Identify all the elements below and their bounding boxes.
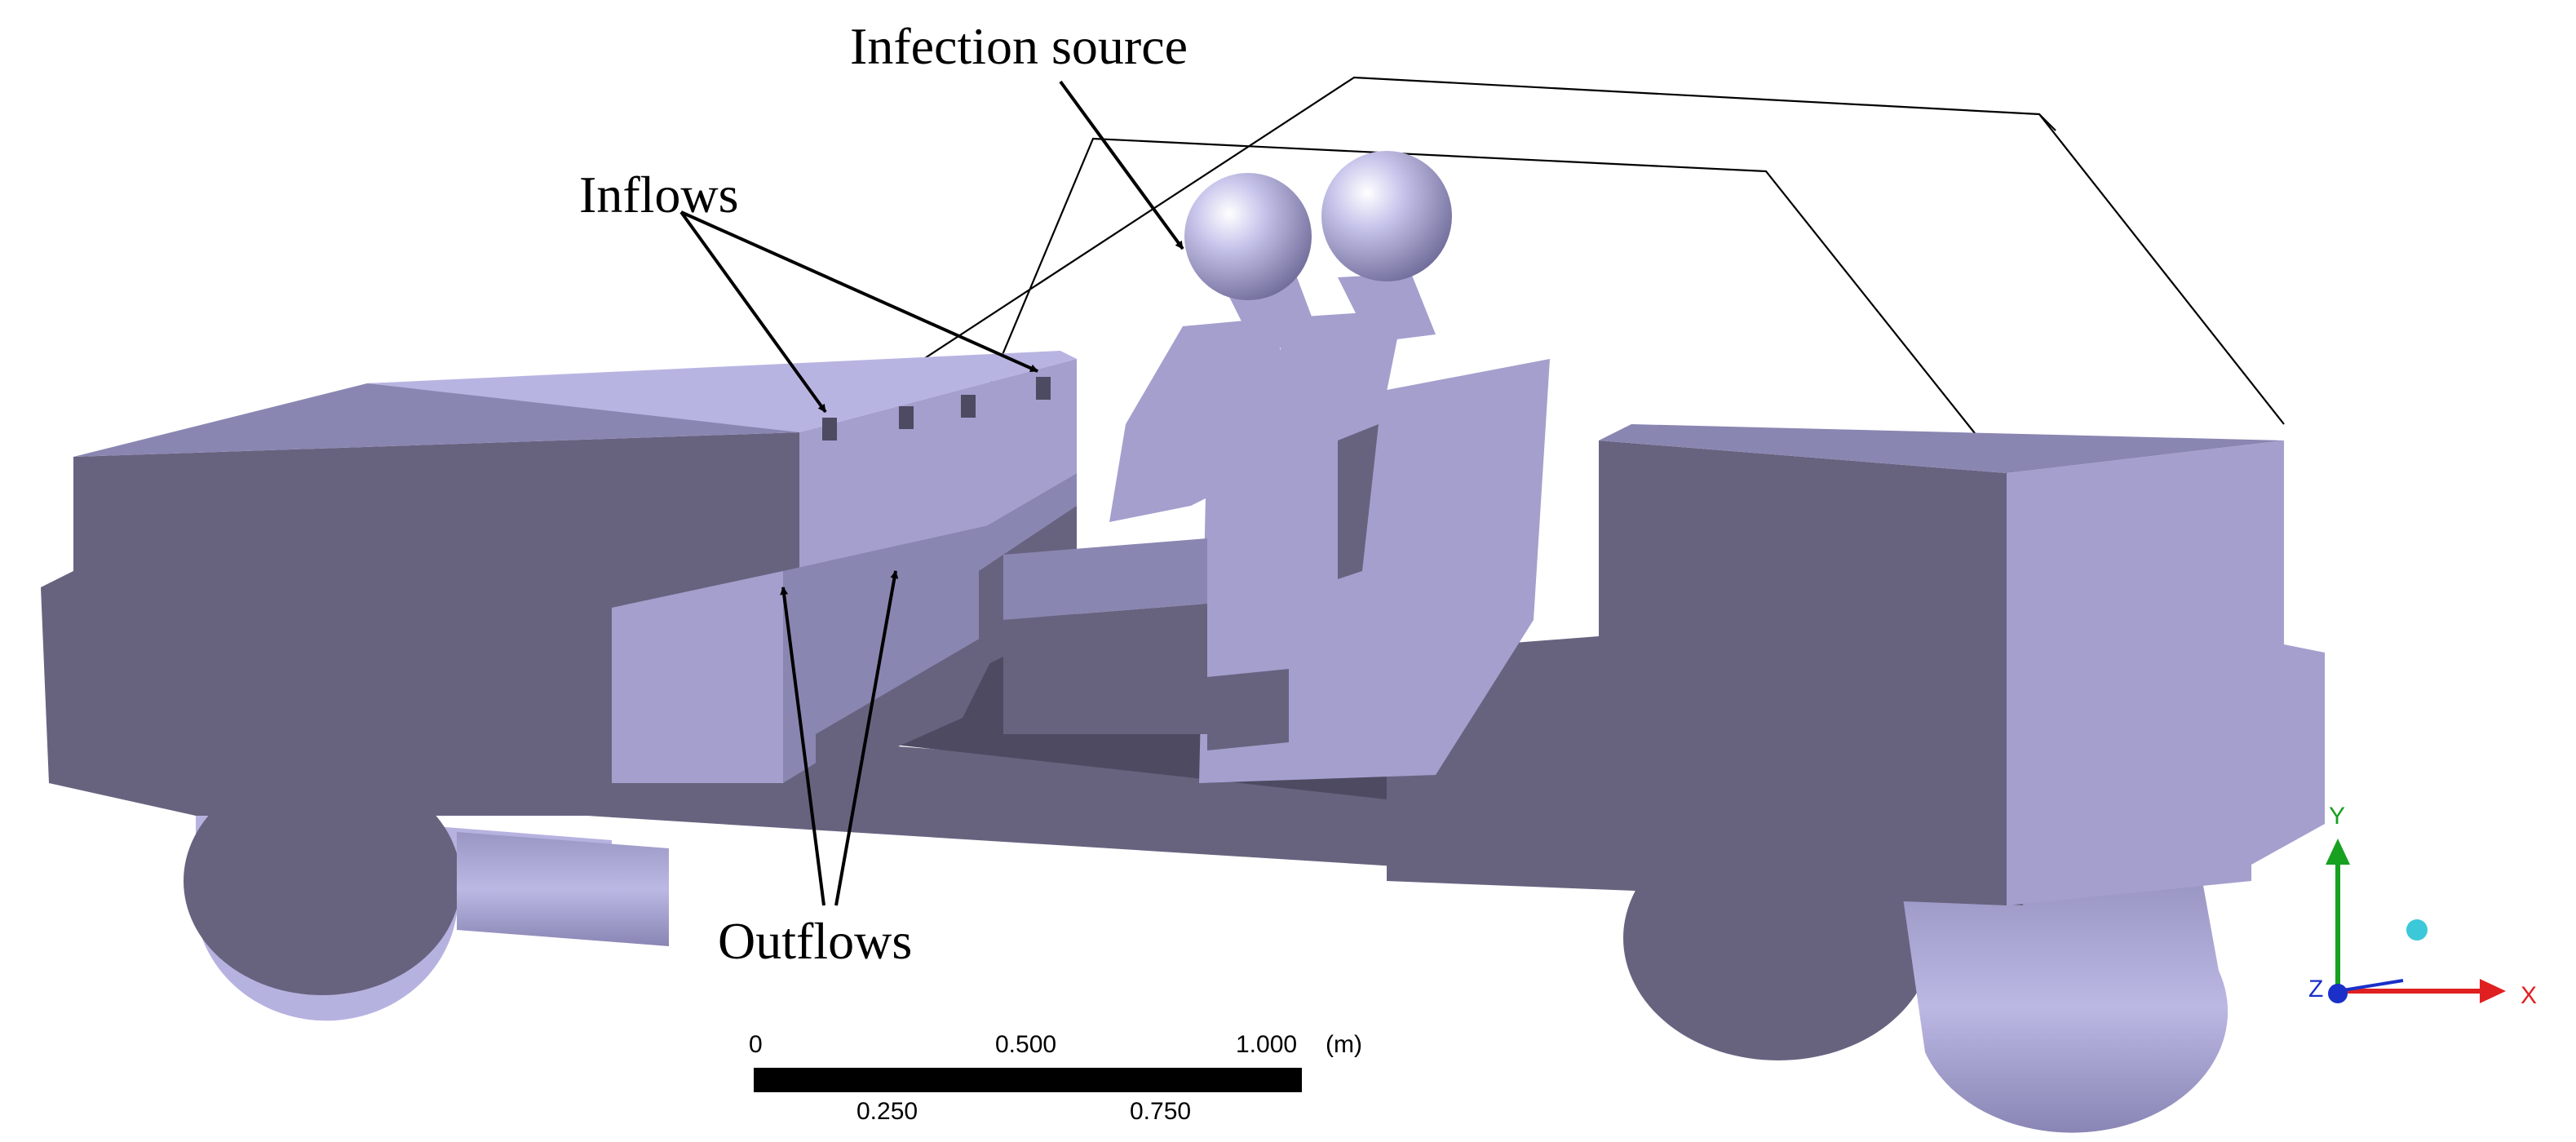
inflow-arrow-2 [680,210,1038,373]
seats [1003,273,1550,783]
passenger-head [1321,151,1452,281]
axis-label-y: Y [2329,803,2345,830]
scale-label-0750: 0.750 [1130,1098,1191,1125]
outflows-label: Outflows [718,912,912,970]
infection-source-label: Infection source [850,17,1188,75]
outflow-arrow-1 [780,586,825,906]
passenger-heads [1184,151,1452,300]
axis-label-z: Z [2308,976,2323,1003]
axis-triad: X Y Z [2308,803,2537,1009]
scale-label-1000: 1.000 [1236,1031,1297,1058]
scale-label-0: 0 [749,1031,763,1058]
annotation-arrows [679,80,1184,906]
scale-bar: 0 0.500 1.000 (m) 0.250 0.750 [749,1031,1362,1125]
inflow-vent [822,418,837,440]
scale-label-0500: 0.500 [995,1031,1056,1058]
cabin-wireframe [823,76,2285,474]
axis-label-x: X [2521,982,2537,1009]
inflows-label: Inflows [579,166,739,224]
rear-wheel [184,767,669,1021]
infection-source-arrow [1059,80,1184,250]
inflow-vent [961,395,976,418]
outflow-arrow-2 [834,570,899,906]
inflow-vent [899,406,914,429]
scale-label-0250: 0.250 [856,1098,918,1125]
inflow-vent [1036,377,1051,400]
inflow-arrow-1 [679,210,827,414]
infection-source-head [1184,173,1312,300]
scale-unit: (m) [1326,1031,1362,1058]
vehicle-body [41,359,2325,905]
